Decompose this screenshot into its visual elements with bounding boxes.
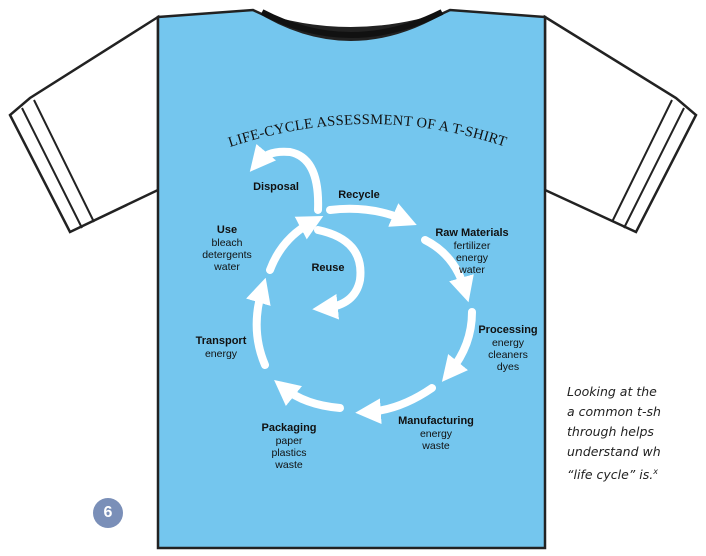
collar — [253, 10, 450, 41]
caption-last-line: “life cycle” is. — [567, 467, 654, 483]
shirt-body — [156, 8, 547, 550]
arrow-transport-to-use — [246, 277, 271, 369]
stage-manufacturing: Manufacturing energy waste — [398, 415, 474, 452]
stage-use: Use bleach detergents water — [202, 224, 252, 273]
stage-detail: bleach — [212, 237, 243, 249]
stage-detail: plastics — [271, 447, 306, 459]
stage-detail: waste — [421, 440, 450, 452]
stage-title: Transport — [196, 335, 247, 347]
stage-disposal: Disposal — [253, 181, 299, 193]
stage-title: Raw Materials — [435, 227, 508, 239]
right-cuff-line — [611, 99, 685, 229]
arrow-packaging-to-transport — [274, 379, 344, 412]
caption-line: “life cycle” is.x — [567, 462, 706, 485]
right-sleeve — [543, 14, 698, 234]
stage-detail: water — [213, 261, 240, 273]
stage-detail: energy — [420, 428, 453, 440]
collar-shadow — [260, 9, 444, 38]
arrow-manufacturing-to-packaging — [355, 384, 436, 424]
stage-processing: Processing energy cleaners dyes — [478, 324, 537, 373]
stage-title: Manufacturing — [398, 415, 474, 427]
arrow-raw-to-processing — [421, 236, 474, 303]
arrow-reuse-loop — [312, 226, 365, 320]
stage-transport: Transport energy — [196, 335, 247, 360]
caption-line: Looking at the — [567, 384, 657, 399]
footnote-marker: x — [653, 467, 658, 476]
stage-packaging: Packaging paper plastics waste — [261, 422, 316, 471]
stage-recycle: Recycle — [338, 189, 380, 201]
stage-raw-materials: Raw Materials fertilizer energy water — [435, 227, 508, 276]
arrow-disposal-loop — [249, 143, 323, 214]
stage-title: Recycle — [338, 189, 380, 201]
caption: Looking at the a common t-sh through hel… — [567, 382, 706, 485]
stage-detail: paper — [276, 435, 303, 447]
arrow-recycle-to-raw — [326, 203, 417, 227]
stage-title: Disposal — [253, 181, 299, 193]
stage-detail: detergents — [202, 249, 252, 261]
stage-detail: dyes — [497, 361, 519, 373]
stage-detail: fertilizer — [454, 240, 491, 252]
caption-line: through helps — [567, 424, 654, 439]
stage-detail: waste — [274, 459, 303, 471]
stage-detail: cleaners — [488, 349, 528, 361]
stage-title: Use — [217, 224, 237, 236]
stage-reuse: Reuse — [311, 262, 344, 274]
stage-title: Packaging — [261, 422, 316, 434]
stage-title: Processing — [478, 324, 537, 336]
left-cuff-line — [21, 99, 95, 229]
stage-detail: energy — [492, 337, 525, 349]
cycle-arrows — [246, 143, 476, 424]
arrow-processing-to-manufacturing — [441, 308, 476, 382]
stage-detail: energy — [456, 252, 489, 264]
stage-title: Reuse — [311, 262, 344, 274]
arrow-use-to-recycle — [266, 215, 324, 274]
page-number-badge: 6 — [93, 498, 123, 528]
caption-line: understand wh — [567, 444, 661, 459]
stage-detail: energy — [205, 348, 238, 360]
stage-detail: water — [458, 264, 485, 276]
caption-line: a common t-sh — [567, 404, 661, 419]
